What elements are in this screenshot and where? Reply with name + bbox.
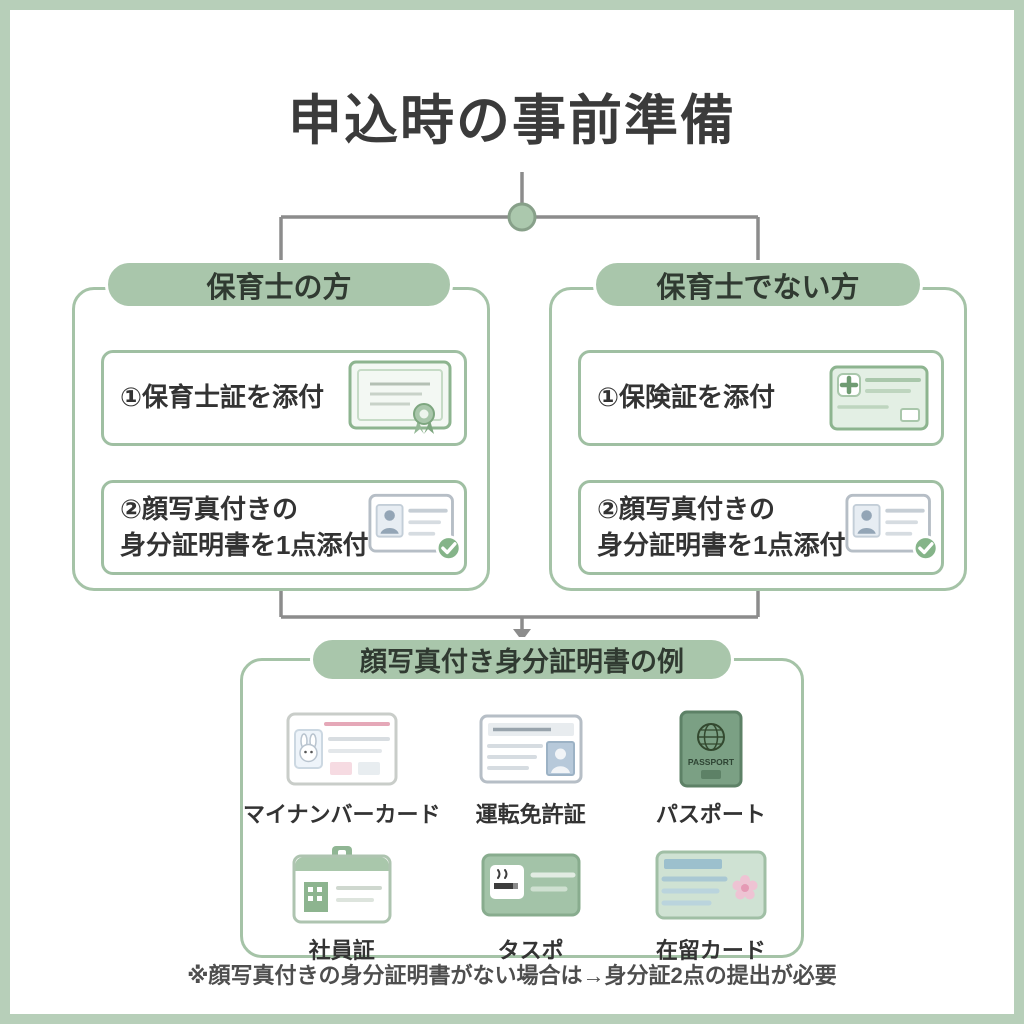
- junction-node: [507, 202, 537, 232]
- examples-header-label: 顔写真付き身分証明書の例: [360, 647, 684, 677]
- example-residence-card: 在留カード: [621, 843, 801, 965]
- photo-id-examples-section: マイナンバーカード 運転免許証: [240, 658, 804, 963]
- step-attach-photo-id: ②顔写真付きの 身分証明書を1点添付: [101, 480, 467, 575]
- examples-grid: マイナンバーカード 運転免許証: [243, 707, 801, 965]
- step-attach-certificate: ①保育士証を添付: [101, 350, 467, 446]
- branch-header-childcare: 保育士の方: [105, 260, 453, 309]
- photo-id-icon: [845, 493, 941, 563]
- branch-non-childcare-worker: ①保険証を添付 ②顔写真付きの 身分証明書を1点添付: [549, 287, 967, 591]
- mynumber-card-icon: [286, 707, 398, 791]
- example-passport: PASSPORT パスポート: [621, 707, 801, 829]
- drivers-license-icon: [479, 707, 583, 791]
- residence-card-icon: [655, 843, 767, 927]
- step-label: ②顔写真付きの 身分証明書を1点添付: [597, 492, 845, 562]
- step-label-line1: ②顔写真付きの: [597, 494, 776, 525]
- insurance-card-icon: [829, 365, 929, 431]
- step-label-line2: 身分証明書を1点添付: [597, 529, 846, 560]
- step-label-line1: ②顔写真付きの: [120, 494, 299, 525]
- branch-childcare-worker: ①保育士証を添付 ②顔写真付きの 身分証: [72, 287, 490, 591]
- example-label: 在留カード: [655, 938, 766, 963]
- example-label: マイナンバーカード: [243, 802, 441, 827]
- examples-header-pill: 顔写真付き身分証明書の例: [310, 637, 734, 682]
- step-label-line1: ①保険証を添付: [597, 382, 776, 413]
- passport-text: PASSPORT: [688, 757, 735, 767]
- photo-id-icon: [368, 493, 464, 563]
- step-attach-photo-id: ②顔写真付きの 身分証明書を1点添付: [578, 480, 944, 575]
- step-label: ②顔写真付きの 身分証明書を1点添付: [120, 492, 368, 562]
- certificate-icon: [348, 360, 452, 436]
- step-label-line1: ①保育士証を添付: [120, 382, 325, 413]
- taspo-card-icon: [481, 843, 581, 927]
- example-employee-id: 社員証: [243, 843, 441, 965]
- page-title: 申込時の事前準備: [288, 91, 736, 151]
- step-label-line2: 身分証明書を1点添付: [120, 529, 369, 560]
- example-label: 社員証: [308, 938, 375, 963]
- branch-header-label: 保育士の方: [206, 271, 352, 304]
- example-label: タスポ: [497, 938, 564, 963]
- step-label: ①保険証を添付: [597, 380, 775, 415]
- employee-id-icon: [292, 843, 392, 927]
- branch-header-non-childcare: 保育士でない方: [593, 260, 923, 309]
- step-label: ①保育士証を添付: [120, 380, 324, 415]
- footer-note: ※顔写真付きの身分証明書がない場合は→身分証2点の提出が必要: [187, 963, 837, 988]
- passport-icon: PASSPORT: [679, 707, 743, 791]
- example-mynumber-card: マイナンバーカード: [243, 707, 441, 829]
- branch-header-label: 保育士でない方: [656, 271, 860, 304]
- example-label: パスポート: [655, 802, 766, 827]
- example-label: 運転免許証: [475, 802, 586, 827]
- example-drivers-license: 運転免許証: [441, 707, 621, 829]
- example-taspo: タスポ: [441, 843, 621, 965]
- step-attach-insurance-card: ①保険証を添付: [578, 350, 944, 446]
